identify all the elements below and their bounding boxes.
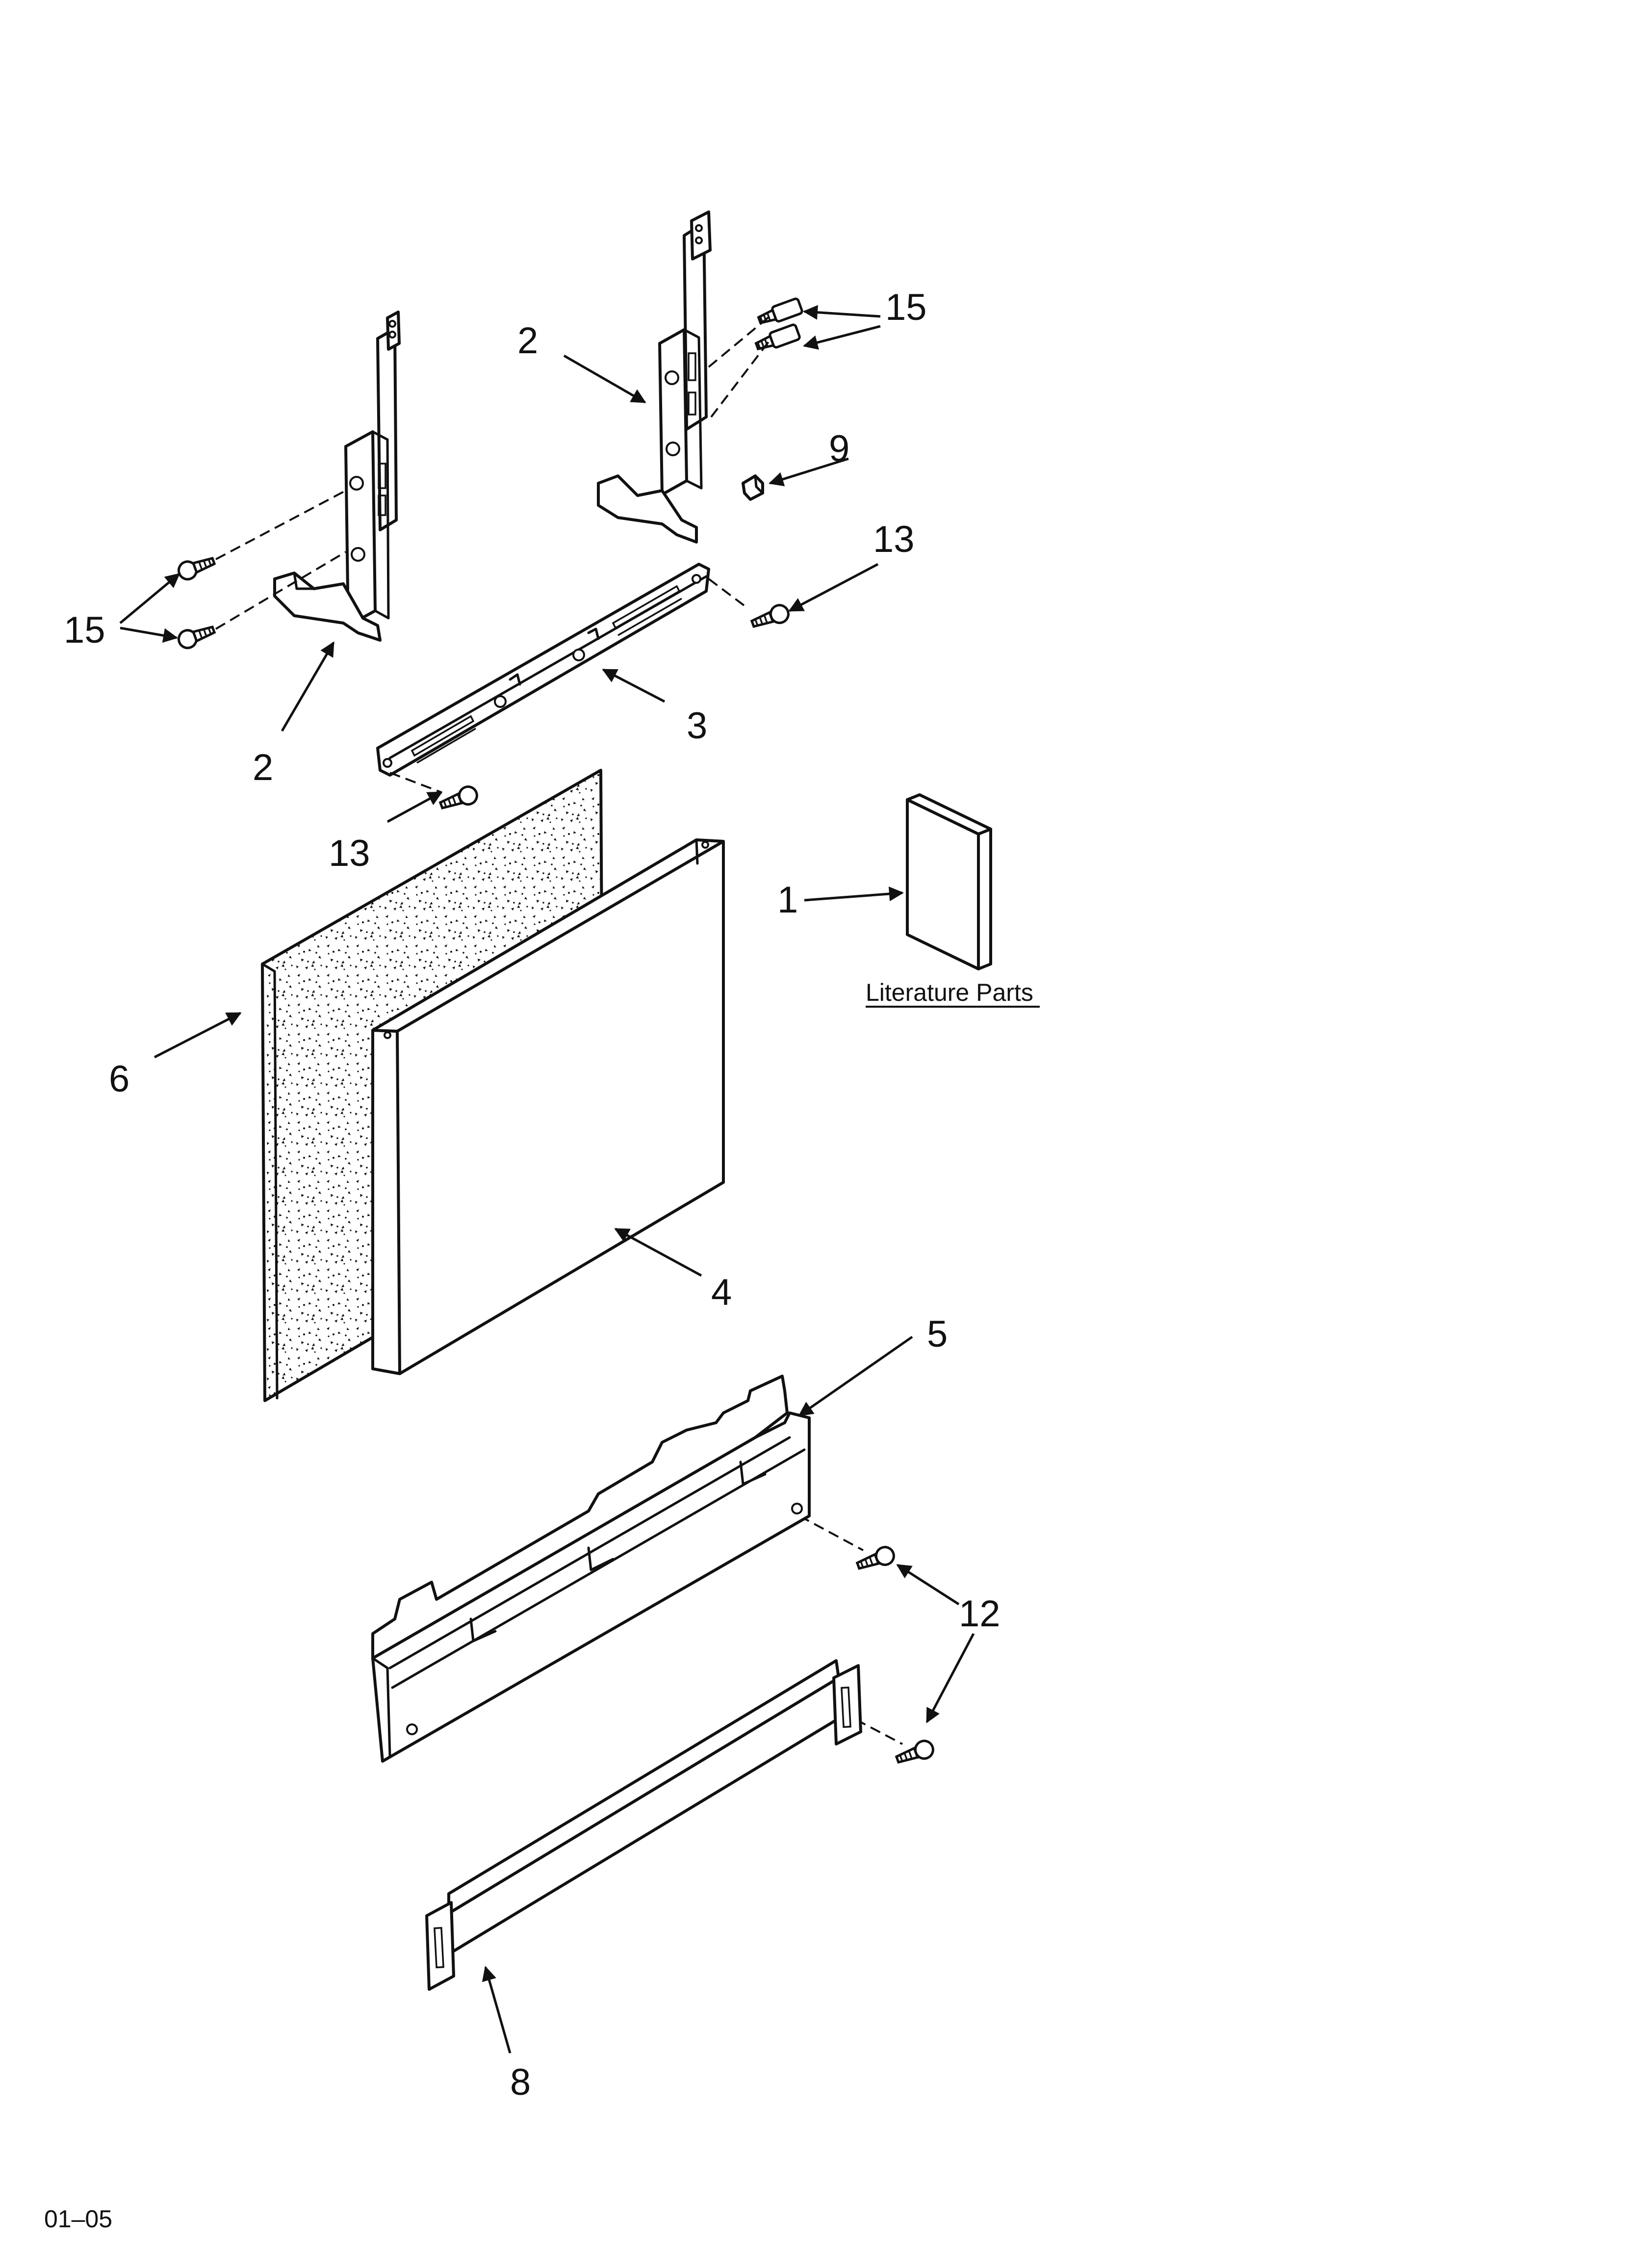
literature-parts [906,793,992,970]
callout-5: 5 [927,1313,948,1355]
toe-plate [425,1659,862,1991]
clip [742,474,764,501]
screw-15-upper-a [757,297,803,325]
callout-8: 8 [510,2061,531,2103]
screw-15-left-b [177,625,216,650]
callout-9: 9 [829,428,849,469]
callout-2-top: 2 [517,320,538,362]
callout-6: 6 [109,1058,129,1100]
assembly-lines [215,313,903,1745]
callout-2-left: 2 [253,747,273,788]
callout-1: 1 [777,879,798,921]
mounting-bar [376,563,710,777]
toe-panel-bracket [371,1375,811,1763]
callout-4: 4 [711,1272,732,1313]
callout-15-top: 15 [885,287,927,328]
screw-13-right [750,604,790,628]
callout-3: 3 [687,705,707,747]
screw-15-upper-b [754,323,801,351]
literature-label: Literature Parts [866,979,1033,1006]
screw-12-lower [895,1740,934,1764]
callout-12: 12 [959,1593,1001,1635]
footer-code: 01–05 [44,2205,112,2233]
callout-15-left: 15 [64,609,105,651]
hinge-bracket-left [273,311,401,642]
callout-13-left: 13 [329,833,370,874]
leader-lines [119,305,975,2054]
screw-15-left-a [177,556,216,581]
screw-12-upper [855,1546,895,1570]
door-panel [371,838,725,1375]
screw-13-left [438,785,478,810]
callout-13-right: 13 [873,519,915,560]
hinge-bracket-right [597,210,712,544]
